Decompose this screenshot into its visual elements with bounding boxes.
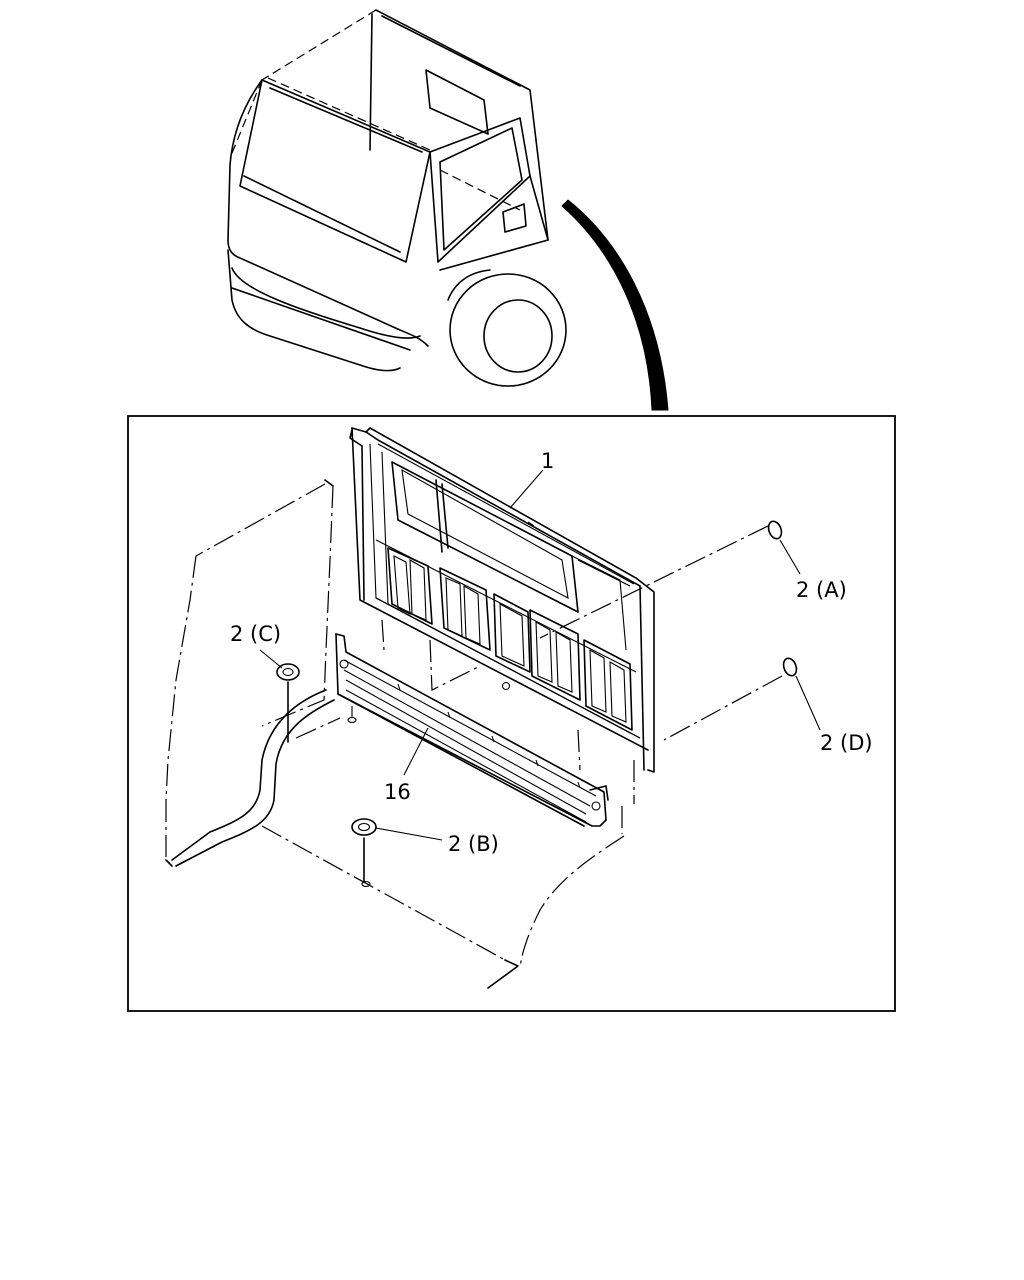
grommet-2c: [276, 663, 357, 743]
leader-1: [509, 469, 544, 509]
callout-part-1: 1: [541, 449, 554, 473]
callout-part-2b: 2 (B): [448, 832, 499, 856]
panel-ribs: [375, 539, 641, 739]
grommet-2d: [782, 657, 798, 677]
leader-2c: [259, 649, 283, 669]
detail-frame: [127, 415, 896, 1012]
grommet-2a: [767, 520, 783, 540]
callout-part-2a: 2 (A): [796, 578, 847, 602]
sill-rail-part: [335, 633, 609, 827]
truck-cab-overview: [227, 9, 567, 387]
rear-panel-part: [349, 427, 655, 773]
connection-arrow: [561, 199, 669, 411]
grommet-2b: [351, 818, 377, 888]
cab-floor-outline: [165, 479, 635, 989]
leader-2a: [779, 539, 801, 575]
callout-part-16: 16: [384, 780, 411, 804]
callout-part-2c: 2 (C): [230, 622, 281, 646]
leader-16: [403, 727, 429, 776]
leader-2b: [375, 827, 443, 841]
callout-part-2d: 2 (D): [820, 731, 873, 755]
assembly-lines: [381, 525, 783, 771]
leader-2d: [795, 675, 821, 731]
